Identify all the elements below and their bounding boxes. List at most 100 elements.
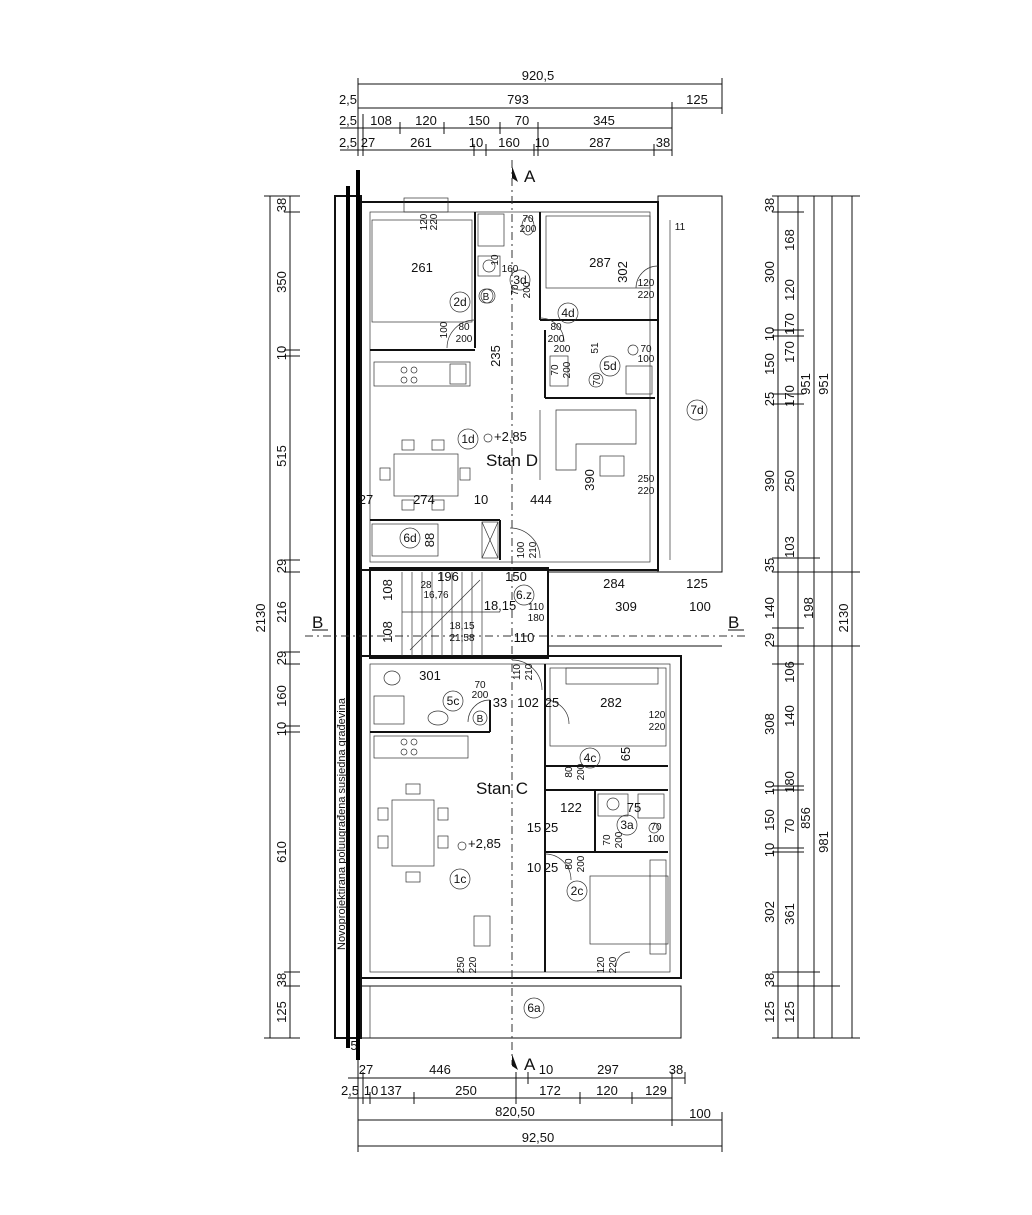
room-tag-5d: 5d xyxy=(603,359,616,373)
idim-17: 28 xyxy=(420,580,432,591)
idim-27: 301 xyxy=(419,668,441,683)
idim-19: 18,15 xyxy=(484,598,517,613)
dim-right-c2-1: 168 xyxy=(782,229,797,251)
dim-bot-r1-d: 10 xyxy=(539,1062,553,1077)
idim-14: 125 xyxy=(686,576,708,591)
idim-37: 10 xyxy=(527,860,541,875)
idim-34: 75 xyxy=(627,800,641,815)
tag-23: 80 xyxy=(564,766,575,778)
idim-13: 284 xyxy=(603,576,625,591)
bottom-dimension-chains: 5 27 446 10 297 38 2,5 10 137 250 172 12… xyxy=(341,1038,723,1152)
dim-top-r4-e: 160 xyxy=(498,135,520,150)
room-tag-6d: 6d xyxy=(403,531,416,545)
room-tag-1c: 1c xyxy=(454,872,467,886)
tag-18: 210 xyxy=(524,663,535,680)
dim-bot-r2-f: 120 xyxy=(596,1083,618,1098)
dim-right-c2-5: 170 xyxy=(782,385,797,407)
room-tag-2d: 2d xyxy=(453,295,466,309)
dim-right-total: 2130 xyxy=(836,604,851,633)
room-tag-2c: 2c xyxy=(571,884,584,898)
dim-top-r4-b: 27 xyxy=(361,135,375,150)
dim-right-c1-1: 38 xyxy=(762,198,777,212)
top-dimension-chains: 920,5 2,5 793 125 2,5 108 120 150 70 345… xyxy=(339,68,723,156)
idim-26: 110 xyxy=(514,630,535,645)
idim-40: 160 xyxy=(502,264,519,275)
tag-37: 100 xyxy=(439,321,450,338)
idim-42: 51 xyxy=(590,342,601,354)
tag-9: 70 xyxy=(550,364,561,376)
dim-overall-top: 920,5 xyxy=(522,68,555,83)
dim-bot-r2-d: 250 xyxy=(455,1083,477,1098)
tag-36: 200 xyxy=(520,224,537,235)
tag-40: 200 xyxy=(522,281,533,298)
tag-2: 220 xyxy=(429,213,440,230)
dim-right-c1-5: 25 xyxy=(762,392,777,406)
apartment-c-label: Stan C xyxy=(476,779,528,798)
tag-39: 70 xyxy=(510,284,521,296)
dim-top-r4-h: 38 xyxy=(656,135,670,150)
dim-left-5: 29 xyxy=(274,559,289,573)
tag-32: 220 xyxy=(468,956,479,973)
dim-bot-r2-e: 172 xyxy=(539,1083,561,1098)
dim-right-c2-13: 361 xyxy=(782,903,797,925)
dim-left-11: 38 xyxy=(274,973,289,987)
section-lines xyxy=(305,160,745,1070)
dim-top-r2-a: 2,5 xyxy=(339,92,357,107)
tag-21: 120 xyxy=(649,710,666,721)
dim-right-c1-6: 390 xyxy=(762,470,777,492)
room-tag-3a: 3a xyxy=(620,818,634,832)
dim-top-r4-g: 287 xyxy=(589,135,611,150)
dim-top-r2-c: 125 xyxy=(686,92,708,107)
dim-right-c1-2: 300 xyxy=(762,261,777,283)
dim-top-r3-b: 108 xyxy=(370,113,392,128)
dim-right-c2-7: 103 xyxy=(782,536,797,558)
idim-28: 282 xyxy=(600,695,622,710)
section-a-bottom-label: A xyxy=(524,1055,536,1074)
idim-32: 65 xyxy=(618,747,633,761)
idim-3: 302 xyxy=(615,261,630,283)
dim-top-r4-c: 261 xyxy=(410,135,432,150)
dim-bot-r3-b: 100 xyxy=(689,1106,711,1121)
interior-dimensions: 261 287 302 235 274 444 390 27 10 88 196… xyxy=(359,222,711,875)
dim-bot-r4-a: 92,50 xyxy=(522,1130,555,1145)
idim-4: 235 xyxy=(488,345,503,367)
idim-24: 108 xyxy=(380,579,395,601)
dim-top-r3-f: 345 xyxy=(593,113,615,128)
dim-bot-r1-e: 297 xyxy=(597,1062,619,1077)
tag-22: 220 xyxy=(649,722,666,733)
idim-25: 108 xyxy=(380,621,395,643)
dim-left-1: 38 xyxy=(274,198,289,212)
tag-6: 200 xyxy=(456,334,473,345)
tag-27: 70 xyxy=(650,822,662,833)
dim-right-c2-3: 170 xyxy=(782,313,797,335)
dim-left-12: 125 xyxy=(274,1001,289,1023)
tag-30: 200 xyxy=(576,855,587,872)
dim-bot-r1-c: 446 xyxy=(429,1062,451,1077)
dim-top-r4-d: 10 xyxy=(469,135,483,150)
tag-24: 200 xyxy=(576,763,587,780)
idim-8: 27 xyxy=(359,492,373,507)
tag-34: 220 xyxy=(608,956,619,973)
dim-right-c1-7: 35 xyxy=(762,558,777,572)
neighbor-building-note: Novoprojektirana poluugrađena susjedna g… xyxy=(336,697,348,950)
dim-top-r3-d: 150 xyxy=(468,113,490,128)
idim-39: 11 xyxy=(675,222,686,233)
tag-20: 200 xyxy=(472,690,489,701)
room-tag-6z: 6.z xyxy=(516,588,532,602)
dim-top-r3-a: 2,5 xyxy=(339,113,357,128)
room-tag-7d: 7d xyxy=(690,403,703,417)
tag-35: 70 xyxy=(522,214,534,225)
tag-14: 220 xyxy=(638,486,655,497)
idim-7: 390 xyxy=(582,469,597,491)
idim-18: 16,76 xyxy=(423,590,448,601)
dim-right-c2-14: 125 xyxy=(782,1001,797,1023)
idim-22: 18,15 xyxy=(449,621,474,632)
dim-right-c1-3: 10 xyxy=(762,327,777,341)
room-tag-4d: 4d xyxy=(561,306,574,320)
dim-right-c1-14: 302 xyxy=(762,901,777,923)
room-tag-5c: 5c xyxy=(447,694,460,708)
tag-8: 200 xyxy=(548,334,565,345)
tag-19: 70 xyxy=(474,680,486,691)
tag-31: 250 xyxy=(456,956,467,973)
